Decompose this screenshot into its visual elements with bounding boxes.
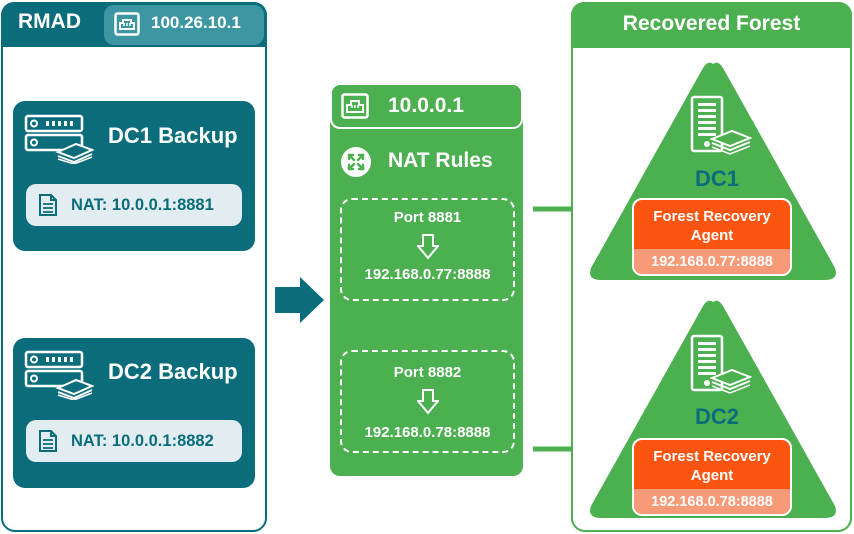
dc1-nat-text: NAT: 10.0.0.1:8881	[71, 196, 214, 214]
dc2-nat-text: NAT: 10.0.0.1:8882	[71, 432, 214, 450]
dc1-label: DC1	[694, 166, 739, 191]
dc1-agent-ip-strip	[634, 249, 790, 274]
server-tower-icon	[690, 95, 752, 155]
nat-rule-box-1	[340, 198, 515, 301]
nat-header	[330, 83, 523, 129]
document-icon	[39, 194, 57, 216]
dc1-backup-title: DC1 Backup	[108, 123, 238, 148]
dc1-nat-pill	[26, 184, 242, 226]
network-port-icon	[341, 93, 369, 119]
right-arrow-icon	[275, 277, 324, 323]
nat-ip: 10.0.0.1	[388, 94, 464, 117]
forest-header	[571, 2, 852, 48]
dc2-agent-name-line2: Agent	[690, 467, 734, 484]
nat-rules-title: NAT Rules	[388, 149, 493, 172]
dc1-agent-ip: 192.168.0.77:8888	[651, 254, 773, 270]
dc2-backup-title: DC2 Backup	[108, 359, 238, 384]
server-backup-icon	[24, 350, 94, 400]
rule-1-port: Port 8881	[393, 209, 462, 226]
server-backup-icon	[24, 114, 94, 164]
document-icon	[39, 430, 57, 452]
rmad-ip: 100.26.10.1	[151, 13, 241, 32]
nat-rule-box-2	[340, 350, 515, 453]
rule-1-target: 192.168.0.77:8888	[364, 266, 491, 283]
dc2-agent-ip: 192.168.0.78:8888	[651, 494, 773, 510]
server-tower-icon	[690, 334, 752, 394]
rule-2-port: Port 8882	[393, 364, 462, 381]
dc2-nat-pill	[26, 420, 242, 462]
nat-arrows-icon	[341, 147, 371, 177]
down-arrow-icon	[417, 234, 439, 260]
dc1-agent-name-line1: Forest Recovery	[653, 208, 771, 225]
dc2-agent-name-line1: Forest Recovery	[653, 448, 771, 465]
forest-title: Recovered Forest	[622, 12, 801, 35]
down-arrow-icon	[417, 389, 439, 415]
dc1-agent-name-line2: Agent	[690, 227, 734, 244]
dc2-agent-ip-strip	[634, 489, 790, 514]
rule-2-target: 192.168.0.78:8888	[364, 424, 491, 441]
rmad-title: RMAD	[18, 10, 81, 33]
dc2-backup-card	[13, 338, 255, 488]
network-port-icon	[114, 12, 140, 36]
dc2-label: DC2	[694, 404, 739, 429]
